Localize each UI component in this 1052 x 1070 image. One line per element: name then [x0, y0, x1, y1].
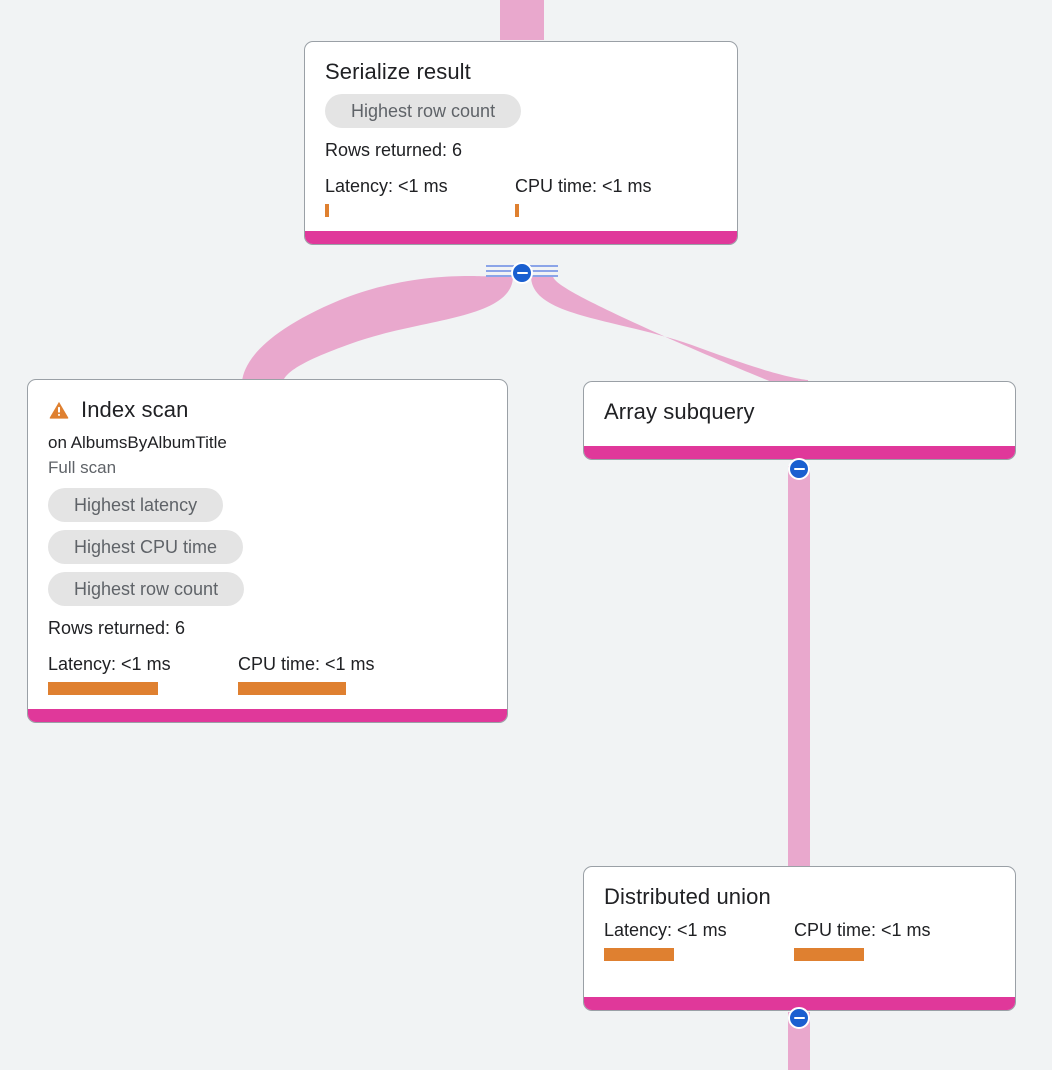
- node-body: Distributed union Latency: <1 ms CPU tim…: [584, 867, 1015, 997]
- metric-label: CPU time: <1 ms: [794, 920, 931, 940]
- warning-icon: [49, 401, 69, 419]
- node-title: Array subquery: [604, 399, 755, 424]
- edge-serialize-to-index-scan: [242, 276, 513, 382]
- metric-label: Latency: <1 ms: [325, 176, 448, 196]
- metric-bar: [794, 948, 864, 961]
- node-distributed-union[interactable]: Distributed union Latency: <1 ms CPU tim…: [583, 866, 1016, 1011]
- metric-bar: [604, 948, 674, 961]
- node-serialize-result[interactable]: Serialize result Highest row count Rows …: [304, 41, 738, 245]
- metric-list: Latency: <1 ms CPU time: <1 ms: [48, 653, 487, 695]
- node-body: Array subquery: [584, 382, 1015, 446]
- metric-list: Latency: <1 ms CPU time: <1 ms: [604, 919, 995, 961]
- metric-cpu-time: CPU time: <1 ms: [794, 919, 984, 961]
- metric-bar: [238, 682, 346, 695]
- metric-latency: Latency: <1 ms: [48, 653, 238, 695]
- metric-label: CPU time: <1 ms: [238, 654, 375, 674]
- node-footer-bar: [305, 231, 737, 244]
- metric-bar: [48, 682, 158, 695]
- node-subtitle: on AlbumsByAlbumTitle: [48, 433, 227, 452]
- badge-highest-row-count: Highest row count: [48, 572, 245, 606]
- metric-cpu-time: CPU time: <1 ms: [515, 175, 705, 217]
- badge-list: Highest latency Highest CPU time Highest…: [48, 488, 487, 614]
- metric-label: Latency: <1 ms: [604, 920, 727, 940]
- node-body: Index scan on AlbumsByAlbumTitle Full sc…: [28, 380, 507, 709]
- metric-cpu-time: CPU time: <1 ms: [238, 653, 428, 695]
- node-index-scan[interactable]: Index scan on AlbumsByAlbumTitle Full sc…: [27, 379, 508, 723]
- node-subtitle-secondary: Full scan: [48, 458, 117, 477]
- metric-latency: Latency: <1 ms: [604, 919, 794, 961]
- edge-incoming-top: [500, 0, 544, 40]
- node-footer-bar: [584, 997, 1015, 1010]
- node-header: Array subquery: [604, 398, 995, 426]
- metric-bar: [325, 204, 329, 217]
- node-title: Serialize result: [325, 59, 471, 84]
- node-footer-bar: [28, 709, 507, 722]
- node-title: Index scan: [81, 397, 189, 422]
- sibling-rail-right: [530, 265, 558, 278]
- badge-highest-row-count: Highest row count: [325, 94, 522, 128]
- metric-list: Latency: <1 ms CPU time: <1 ms: [325, 175, 717, 217]
- metric-latency: Latency: <1 ms: [325, 175, 515, 217]
- rows-returned: Rows returned: 6: [325, 140, 463, 160]
- rows-returned: Rows returned: 6: [48, 618, 186, 638]
- badge-highest-latency: Highest latency: [48, 488, 224, 522]
- metric-bar: [515, 204, 519, 217]
- edge-array-subquery-to-distributed-union: [788, 466, 810, 870]
- metric-label: CPU time: <1 ms: [515, 176, 652, 196]
- node-header: Index scan: [48, 396, 487, 424]
- collapse-button-serialize-result[interactable]: [511, 262, 533, 284]
- collapse-button-distributed-union[interactable]: [788, 1007, 810, 1029]
- node-header: Distributed union: [604, 883, 995, 911]
- node-array-subquery[interactable]: Array subquery: [583, 381, 1016, 460]
- node-header: Serialize result: [325, 58, 717, 86]
- node-body: Serialize result Highest row count Rows …: [305, 42, 737, 231]
- badge-highest-cpu-time: Highest CPU time: [48, 530, 244, 564]
- metric-label: Latency: <1 ms: [48, 654, 171, 674]
- node-footer-bar: [584, 446, 1015, 459]
- collapse-button-array-subquery[interactable]: [788, 458, 810, 480]
- sibling-rail-left: [486, 265, 514, 278]
- node-title: Distributed union: [604, 884, 771, 909]
- spacer: [604, 961, 995, 983]
- edge-serialize-to-array-subquery: [531, 276, 808, 382]
- badge-list: Highest row count: [325, 94, 717, 136]
